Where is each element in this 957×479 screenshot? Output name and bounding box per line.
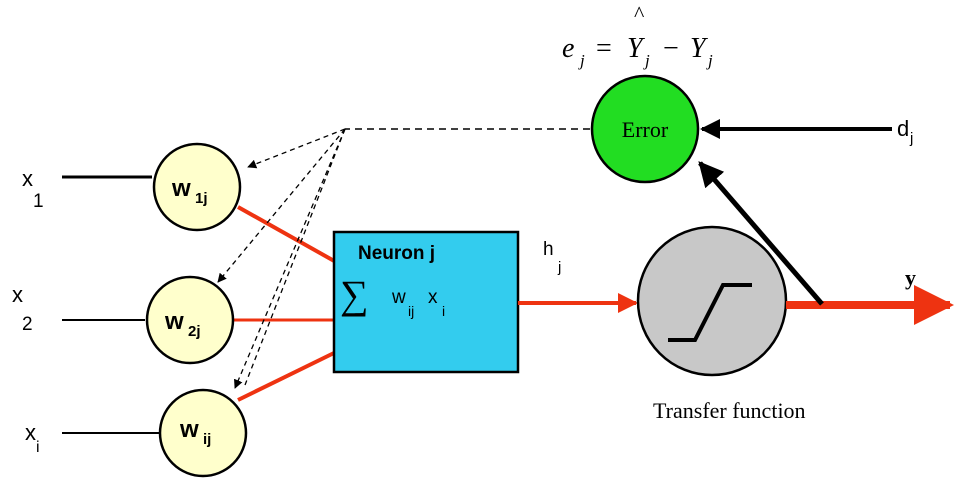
eq-hat: ^ (634, 1, 645, 26)
input-subscript: i (36, 439, 40, 456)
weight-subscript: ij (203, 431, 211, 448)
dashed-arrow-w2j (217, 128, 346, 283)
input-label-i: x i (25, 420, 40, 456)
sum-input-subscript: i (442, 303, 445, 319)
weight-subscript: 1j (195, 190, 208, 207)
weight-subscript: 2j (188, 323, 201, 340)
input-subscript: 1 (33, 191, 44, 212)
input-subscript: 2 (22, 314, 33, 335)
net-output-label: h j (543, 239, 561, 276)
transfer-function-label: Transfer function (653, 398, 806, 423)
neuron-box: Neuron j ∑ w ij x i (332, 230, 520, 374)
weight-i-to-neuron-line (237, 350, 337, 402)
weight-label: w (179, 416, 199, 443)
output-to-error-arrow (698, 161, 824, 306)
input-var: x (12, 282, 23, 307)
eq-e: e (562, 33, 574, 64)
input-label-1: x 1 (22, 166, 44, 212)
sum-input: x (428, 287, 438, 308)
dashed-arrow-wij-b (244, 128, 346, 386)
neuron-title: Neuron j (358, 243, 435, 264)
weight-label: w (164, 308, 184, 335)
target-subscript: j (909, 130, 913, 147)
output-label: y (905, 265, 916, 290)
transfer-function-node (636, 225, 788, 377)
weight-node-1: w 1j (152, 142, 242, 232)
weight-1-to-neuron-line (237, 205, 337, 264)
sum-symbol: ∑ (340, 272, 369, 317)
eq-yhat: Y (627, 33, 646, 64)
input-var: x (22, 166, 33, 191)
eq-e-subscript: j (578, 51, 585, 70)
error-node: Error (590, 74, 700, 184)
eq-y-subscript: j (706, 51, 713, 70)
input-var: x (25, 420, 36, 445)
weight-node-i: w ij (158, 388, 248, 478)
step-function-icon (668, 283, 752, 342)
target-label: d j (897, 116, 913, 147)
net-output-var: h (543, 239, 554, 260)
input-label-2: x 2 (12, 282, 33, 335)
error-equation: e j = Y ^ j − Y j (562, 1, 713, 70)
eq-minus: − (663, 33, 679, 64)
eq-equals: = (596, 33, 612, 64)
sum-weight-subscript: ij (408, 303, 414, 319)
dashed-arrow-w1j (247, 128, 346, 169)
dashed-arrow-wij-a (234, 128, 346, 389)
weight-node-2: w 2j (145, 275, 235, 365)
sum-weight: w (391, 287, 406, 308)
net-output-subscript: j (557, 259, 561, 276)
weight-label: w (171, 175, 191, 202)
eq-y: Y (690, 33, 709, 64)
eq-yhat-subscript: j (643, 51, 650, 70)
target-var: d (897, 116, 909, 141)
error-label: Error (622, 117, 669, 142)
